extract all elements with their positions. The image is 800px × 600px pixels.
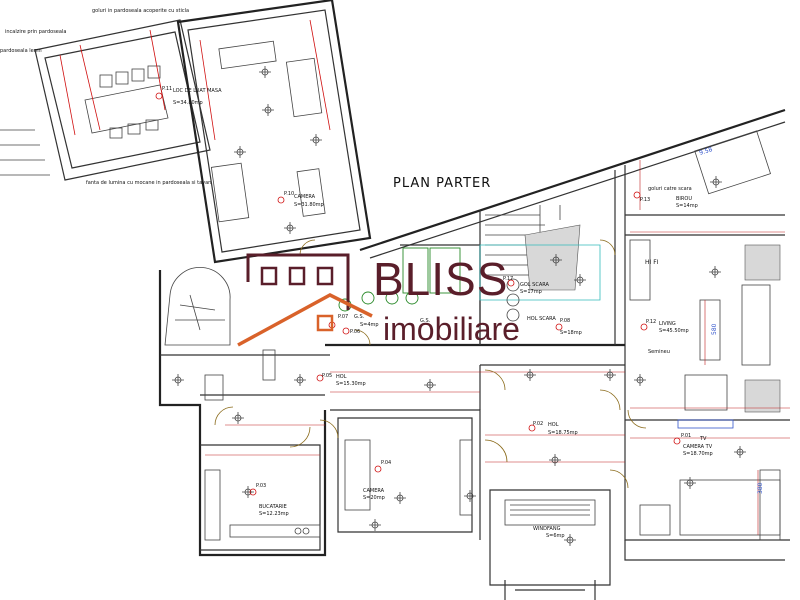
room-area: S=14mp [676,203,698,209]
room-windfang: WINDFANG S=6mp [533,526,565,539]
room-name: WINDFANG [533,526,561,532]
logo-window [288,266,306,286]
room-camera-2: P.04 CAMERA S=20mp [363,460,391,501]
room-hall-1: P.05 HOL S=15.30mp [322,373,366,387]
room-name: CAMERA TV [683,444,713,450]
watermark-logo: BLISS imobiliare [237,253,520,347]
room-name: BUCATARIE [259,504,287,510]
room-area: S=12.23mp [259,511,289,517]
room-name: HOL SCARA [527,316,556,322]
light-markers [172,66,746,546]
room-code: P.05 [322,373,332,379]
label-tv: TV [699,436,707,442]
room-area: S=18.75mp [548,430,578,436]
room-area: S=18mp [560,330,582,336]
dimension-labels: 580 380 9.58 [698,146,764,494]
room-area: S=20mp [363,495,385,501]
staircase [479,205,601,301]
room-wc-2: P.06 G.S. [350,318,431,335]
room-area: S=34.80mp [173,100,203,106]
room-code: P.10 [284,191,294,197]
logo-house-frame [246,253,350,310]
room-code: P.01 [681,433,691,439]
room-stair-void: P.17 GOL SCARA S=17mp [503,276,550,295]
logo-window [316,266,334,286]
dimension-text: 380 [757,482,764,494]
room-area: S=17mp [520,289,542,295]
room-name: LIVING [659,321,676,327]
dimension-text: 9.58 [698,146,713,157]
room-code: P.07 [338,314,348,320]
room-area: S=45.50mp [659,328,689,334]
room-labels: P.11 LOC DE LUAT MASA S=34.80mp P.10 CAM… [162,86,713,539]
room-name: G.S. [420,318,431,324]
room-area: S=18.70mp [683,451,713,457]
doors [214,239,647,489]
label-hifi: HI FI [645,259,659,266]
logo-door [316,314,334,332]
annotation-light-slot: fanta de lumina cu mocane in pardoseala … [86,180,211,186]
dimension-text: 580 [711,323,718,335]
plan-title: PLAN PARTER [393,176,491,191]
room-name: CAMERA [294,194,316,200]
room-living: P.12 LIVING S=45.50mp [646,319,689,334]
room-name: CAMERA [363,488,385,494]
room-code: P.12 [646,319,656,325]
room-tv: P.01 CAMERA TV S=18.70mp [681,433,713,457]
room-name: G.S. [354,314,365,320]
room-area: S=15.30mp [336,381,366,387]
room-kitchen: P.03 BUCATARIE S=12.23mp [256,483,289,517]
room-code: P.03 [256,483,266,489]
room-stair-hall: P.08 HOL SCARA S=18mp [527,316,582,336]
room-name: GOL SCARA [520,282,550,288]
room-area: S=31.80mp [294,202,324,208]
logo-word-imobiliare: imobiliare [383,311,520,347]
room-code: P.06 [350,329,360,335]
room-code: P.02 [533,421,543,427]
room-wc-1: P.07 G.S. S=4mp [338,314,379,328]
furniture [59,19,781,541]
room-name: HOL [336,374,347,380]
room-name: LOC DE LUAT MASA [173,88,222,94]
room-code: P.17 [503,276,513,282]
label-fireplace: Semineu [648,349,670,355]
room-markers [155,92,681,496]
annotation-wood-floor: pardoseala lemn [0,48,42,54]
annotation-stair-openings: goluri catre scara [648,186,692,192]
annotation-floor-heating: incalzire prin pardoseala [5,29,66,35]
room-hall-2: P.02 HOL S=18.75mp [533,421,578,436]
room-code: P.08 [560,318,570,324]
room-name: HOL [548,422,559,428]
room-name: BIROU [676,196,692,202]
room-code: P.11 [162,86,172,92]
logo-window [260,266,278,286]
annotation-glass-openings: goluri in pardoseala acoperite cu sticla [92,8,189,14]
annotation-glass-openings-text: goluri in pardoseala acoperite cu sticla [92,8,189,14]
annotations: goluri in pardoseala acoperite cu sticla… [0,8,707,442]
room-area: S=4mp [360,322,379,328]
logo-roof [237,293,373,347]
room-office: P.13 BIROU S=14mp [640,196,698,209]
room-camera-1: P.10 CAMERA S=31.80mp [284,191,324,208]
logo-word-bliss: BLISS [373,253,508,305]
room-area: S=6mp [546,533,565,539]
room-dining: P.11 LOC DE LUAT MASA S=34.80mp [162,86,222,106]
room-code: P.13 [640,197,650,203]
room-code: P.04 [381,460,391,466]
